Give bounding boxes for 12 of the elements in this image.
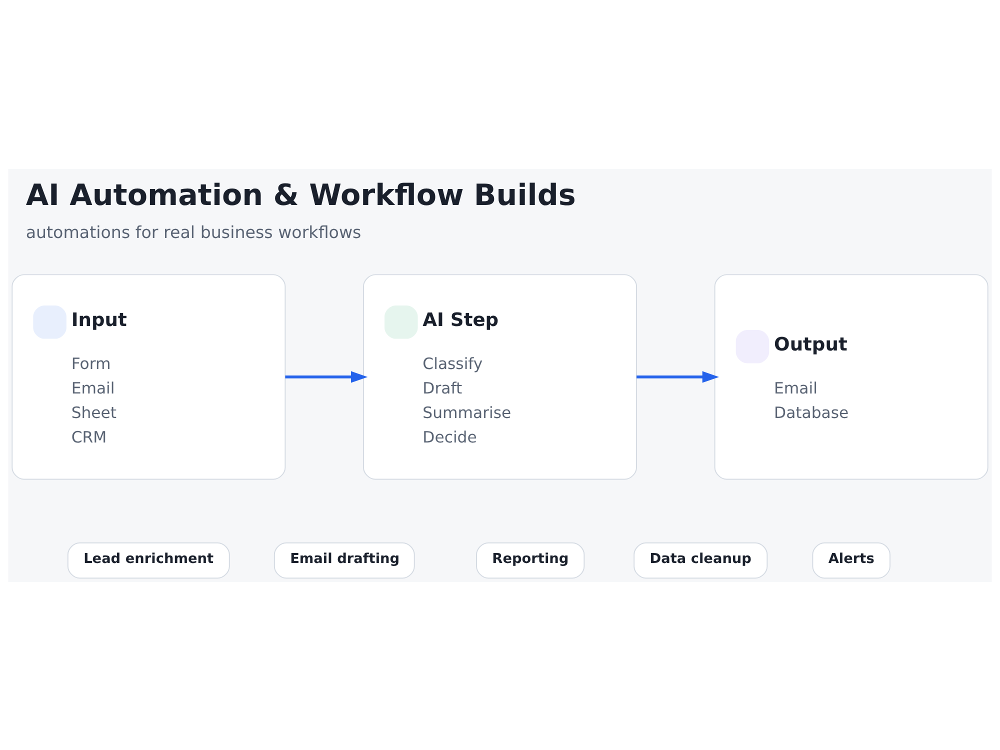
node-box: Reporting — [476, 542, 585, 578]
node-box: Input Form Email Sheet CRM — [12, 274, 286, 480]
caption: automations for real business workflows — [26, 222, 362, 242]
node-box: Output Email Database — [714, 274, 988, 480]
node-box: Data cleanup — [634, 542, 768, 578]
node-box: Email drafting — [274, 542, 415, 578]
diagram-title: AI Automation & Workflow Builds — [26, 178, 576, 212]
node-box: Alerts — [812, 542, 890, 578]
arrow — [285, 370, 368, 382]
node-box: Lead enrichment — [67, 542, 230, 578]
arrow — [636, 370, 720, 382]
node-box: AI Step Classify Draft Summarise Decide — [362, 274, 638, 480]
